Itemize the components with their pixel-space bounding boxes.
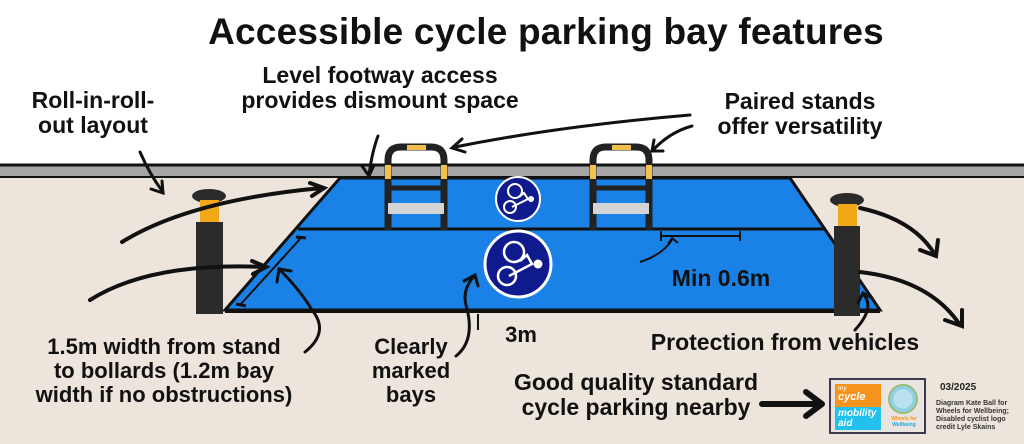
parking-bay <box>221 176 883 330</box>
label-roll-in: Roll-in-roll- out layout <box>18 88 168 138</box>
label-line: to bollards (1.2m bay <box>53 357 275 383</box>
logo-text: mobility <box>838 408 877 419</box>
cycle-stand-icon <box>384 143 448 230</box>
label-line: marked <box>371 357 451 383</box>
label-clearly-marked: Clearly marked bays <box>354 335 468 406</box>
bollard-icon <box>830 193 864 316</box>
label-line: out layout <box>38 111 148 138</box>
logo-text: my <box>838 386 847 392</box>
label-protection: Protection from vehicles <box>650 329 920 355</box>
logo-text: cycle <box>838 391 866 403</box>
label-line: Level footway access <box>262 62 498 88</box>
label-level-footway: Level footway access provides dismount s… <box>215 63 545 113</box>
callout-arrows <box>138 113 874 358</box>
label-line: Roll-in-roll- <box>31 87 155 113</box>
width-dimension-line <box>239 238 301 306</box>
accessible-cycle-symbol-icon <box>483 229 553 299</box>
label-line: Paired stands <box>724 88 876 114</box>
label-paired-stands: Paired stands offer versatility <box>695 89 905 139</box>
label-line: width if no obstructions) <box>35 381 293 407</box>
kerb <box>0 165 1024 177</box>
label-line: Good quality standard <box>513 369 759 395</box>
good-quality-arrow <box>759 389 825 419</box>
label-line: offer versatility <box>717 112 883 139</box>
label-line: 1.5m width from stand <box>47 334 281 359</box>
mobility-aid-logo-tile: mobility aid <box>835 407 881 430</box>
label-line: bays <box>385 381 437 407</box>
credit-date: 03/2025 <box>940 382 977 393</box>
label-line: provides dismount space <box>241 86 519 113</box>
wheels-for-wellbeing-wordmark: Wheels for Wellbeing <box>884 416 924 428</box>
logo-text: aid <box>838 417 853 429</box>
logo-text: Wheels for <box>891 416 917 422</box>
cycle-stand-icon <box>589 143 653 230</box>
label-line: Clearly <box>374 334 448 359</box>
label-bay-length: 3m <box>505 322 537 347</box>
roll-in-arrows <box>88 181 964 329</box>
cycle-logo-tile: my cycle <box>835 384 881 407</box>
page-title: Accessible cycle parking bay features <box>208 11 884 52</box>
credit-text: Diagram Kate Ball for Wheels for Wellbei… <box>936 400 1009 432</box>
accessible-cycle-symbol-icon <box>495 176 541 222</box>
label-min-width: Min 0.6m <box>671 265 771 291</box>
label-good-quality: Good quality standard cycle parking near… <box>494 370 778 420</box>
label-width-note: 1.5m width from stand to bollards (1.2m … <box>4 335 324 406</box>
wheels-for-wellbeing-wheel-icon <box>888 384 918 414</box>
logo-text: Wellbeing <box>892 421 916 428</box>
partner-logo: my cycle mobility aid Wheels for Wellbei… <box>829 378 926 434</box>
label-line: cycle parking nearby <box>521 393 751 420</box>
